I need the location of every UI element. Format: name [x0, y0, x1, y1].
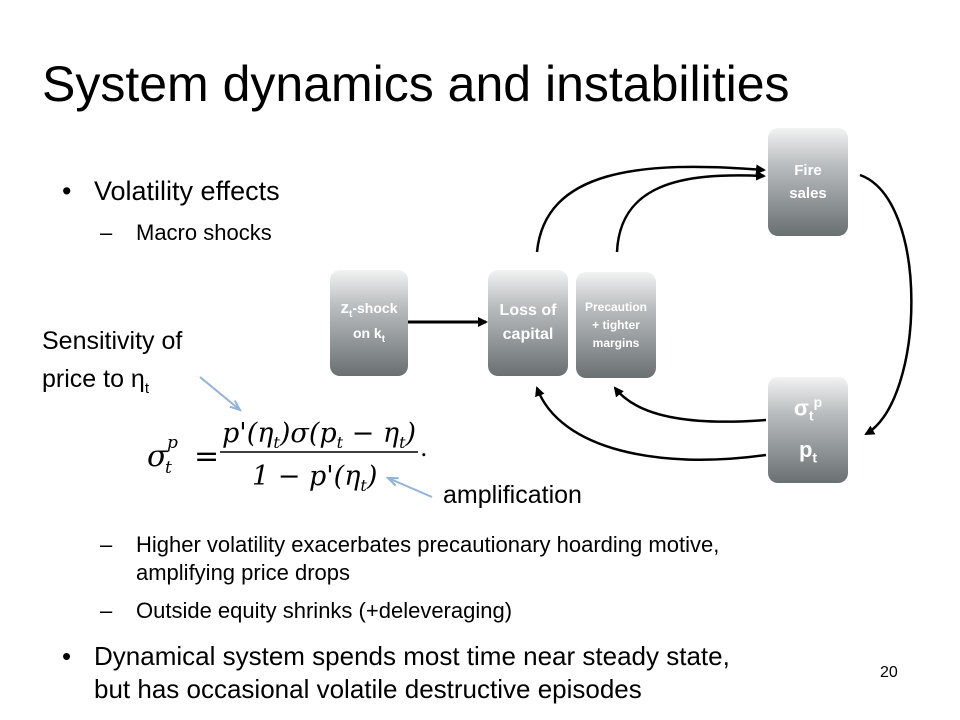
- subbullet-higher-volatility: –Higher volatility exacerbates precautio…: [100, 531, 719, 587]
- arrow-loss-to-fire: [535, 164, 766, 253]
- arrow-sigma-to-precaution: [613, 386, 767, 423]
- sensitivity-annotation: Sensitivity of price to ηt: [42, 322, 182, 408]
- dash-marker: –: [100, 532, 113, 557]
- pointer-amplification: [388, 478, 433, 498]
- formula-lhs-sub: t: [165, 458, 172, 478]
- bullet-marker: •: [62, 176, 72, 206]
- slide-title: System dynamics and instabilities: [42, 56, 790, 112]
- higher-volatility-line1: Higher volatility exacerbates precaution…: [136, 532, 720, 557]
- arrow-fire-to-sigma: [859, 173, 913, 436]
- dash-marker: –: [100, 220, 113, 245]
- arrow-precaution-to-fire: [615, 170, 766, 253]
- formula-equals: =: [194, 439, 219, 474]
- formula-lhs-sigma: σ: [147, 439, 169, 474]
- sigma-price-box: σtp pt: [768, 377, 848, 483]
- pointer-sensitivity: [199, 376, 240, 410]
- higher-volatility-line2: amplifying price drops: [136, 560, 350, 585]
- bullet-marker: •: [62, 641, 72, 671]
- outside-equity-text: Outside equity shrinks (+deleveraging): [136, 598, 513, 623]
- formula-denominator: 1 − p'(ηt): [252, 461, 377, 495]
- subbullet-macro-shocks: –Macro shocks: [100, 220, 272, 246]
- macro-shocks-text: Macro shocks: [136, 220, 272, 245]
- dynamical-line2: but has occasional volatile destructive …: [94, 674, 642, 704]
- zshock-box: zt-shock on kt: [330, 270, 408, 376]
- bullet-volatility-text: Volatility effects: [94, 176, 280, 206]
- amplification-annotation: amplification: [443, 481, 582, 509]
- sensitivity-line1: Sensitivity of: [42, 327, 183, 355]
- sensitivity-line2: price to η: [42, 365, 145, 393]
- dynamical-line1: Dynamical system spends most time near s…: [94, 641, 730, 671]
- fire-sales-box: Fire sales: [768, 128, 848, 236]
- arrow-sigma-to-loss: [535, 386, 767, 461]
- formula-lhs-sup: p: [167, 433, 178, 453]
- precaution-box: Precaution + tighter margins: [576, 272, 656, 378]
- bullet-volatility: • Volatility effects: [62, 176, 280, 207]
- page-number: 20: [880, 664, 898, 681]
- sensitivity-sub: t: [144, 380, 150, 397]
- loss-of-capital-box: Loss of capital: [488, 270, 568, 376]
- dash-marker: –: [100, 598, 113, 623]
- subbullet-outside-equity: –Outside equity shrinks (+deleveraging): [100, 598, 512, 624]
- formula-numerator: p'(ηt)σ(pt − ηt): [222, 418, 416, 452]
- bullet-dynamical-system: • Dynamical system spends most time near …: [62, 640, 730, 706]
- formula-period: .: [420, 434, 428, 462]
